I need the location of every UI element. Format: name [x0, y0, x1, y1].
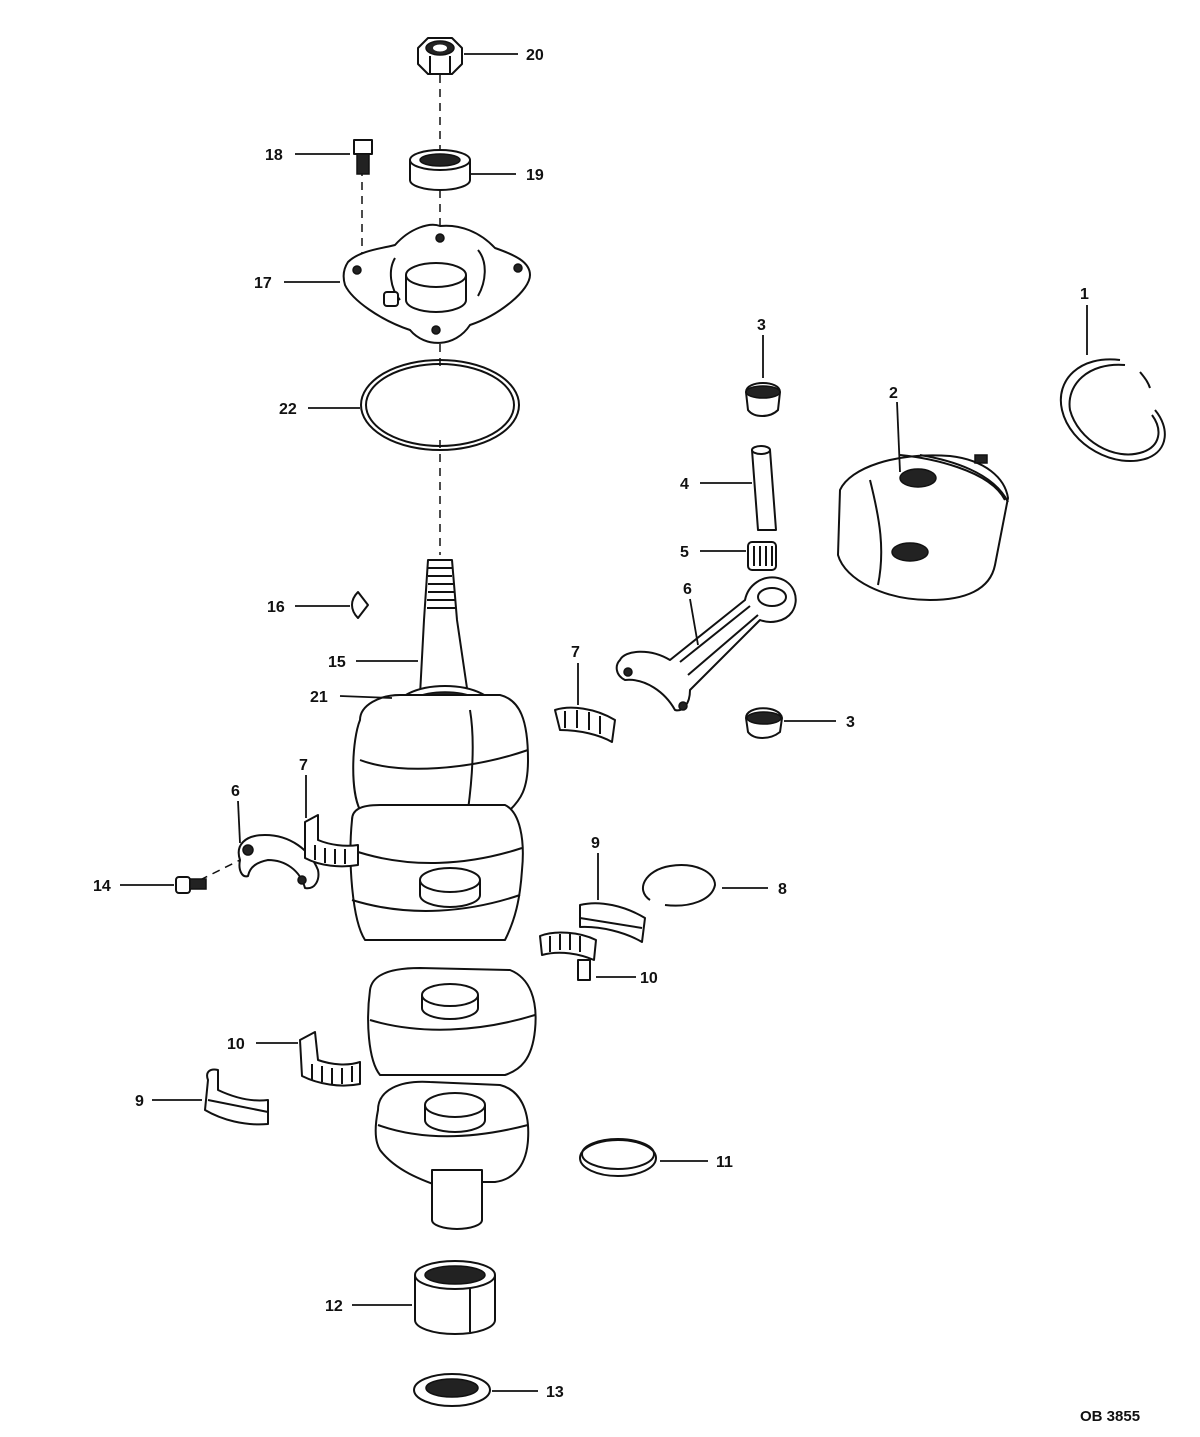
- needle-cage-lower-left: [299, 1031, 361, 1087]
- callout-17: 17: [254, 275, 272, 292]
- bolt-18: [353, 139, 373, 175]
- callout-6-rod: 6: [683, 581, 692, 598]
- needle-cage-lower-right: [539, 931, 597, 981]
- lower-seal: [413, 1373, 491, 1407]
- callout-10-left: 10: [227, 1036, 245, 1053]
- callout-12: 12: [325, 1298, 343, 1315]
- callout-5: 5: [680, 544, 689, 561]
- callout-7-right: 7: [571, 644, 580, 661]
- callout-9-right: 9: [591, 835, 600, 852]
- screw-14: [175, 876, 207, 894]
- needle-cage-right: [554, 706, 616, 743]
- callout-4: 4: [680, 476, 689, 493]
- woodruff-key: [351, 591, 369, 619]
- callout-9-left: 9: [135, 1093, 144, 1110]
- callout-1: 1: [1080, 286, 1089, 303]
- oil-seal: [409, 149, 471, 191]
- callout-15: 15: [328, 654, 346, 671]
- retaining-ring: [641, 864, 717, 907]
- callout-16: 16: [267, 599, 285, 616]
- seal-ring: [579, 1138, 657, 1177]
- callout-14: 14: [93, 878, 111, 895]
- rod-cap: [237, 834, 320, 890]
- hex-nut: [417, 37, 463, 75]
- bearing-race-left: [204, 1068, 269, 1126]
- callout-3-top: 3: [757, 317, 766, 334]
- thrust-washer-bottom: [745, 707, 783, 739]
- callout-labels: 1 2 3 3 4 5 6 6 7 7 8 9 9 10 10 11 12 13…: [93, 47, 1140, 1425]
- crankshaft: [349, 559, 537, 1230]
- callout-13: 13: [546, 1384, 564, 1401]
- piston: [837, 454, 1009, 601]
- connecting-rod: [615, 576, 797, 712]
- callout-3-bottom: 3: [846, 714, 855, 731]
- callout-8: 8: [778, 881, 787, 898]
- callout-20: 20: [526, 47, 544, 64]
- callout-6-cap: 6: [231, 783, 240, 800]
- needle-bearing-5: [747, 541, 777, 571]
- callout-2: 2: [889, 385, 898, 402]
- figure-code: OB 3855: [1080, 1408, 1140, 1425]
- callout-11: 11: [716, 1154, 733, 1171]
- piston-ring: [1059, 358, 1166, 463]
- callout-18: 18: [265, 147, 283, 164]
- thrust-washer-top: [745, 382, 781, 417]
- end-cap: [342, 223, 531, 344]
- callout-21: 21: [310, 689, 328, 706]
- leader-lines: [120, 53, 1088, 1392]
- callout-10-right: 10: [640, 970, 658, 987]
- piston-pin: [751, 445, 777, 531]
- roller-bearing: [414, 1260, 496, 1335]
- callout-7-left: 7: [299, 757, 308, 774]
- callout-19: 19: [526, 167, 544, 184]
- callout-22: 22: [279, 401, 297, 418]
- bearing-race-right: [579, 902, 646, 943]
- o-ring: [360, 359, 520, 451]
- needle-cage-left: [304, 814, 359, 868]
